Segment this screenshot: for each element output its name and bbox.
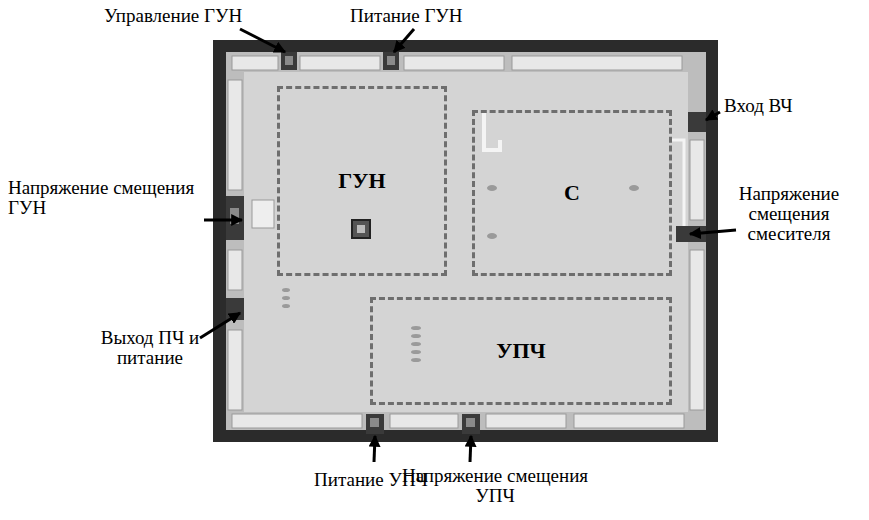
chip-region: С xyxy=(472,110,672,276)
chip-region: ГУН xyxy=(277,86,447,276)
leader-arrows xyxy=(200,29,736,462)
region-label: С xyxy=(561,180,583,206)
pad-centers xyxy=(230,56,475,427)
chip-frame xyxy=(213,40,718,442)
bond-pads xyxy=(226,52,706,434)
inductor-symbol xyxy=(352,220,370,238)
pin-label: Вход ВЧ xyxy=(724,96,834,116)
pin-label: Напряжение смещения смесителя xyxy=(714,184,864,244)
chip-region: УПЧ xyxy=(370,297,672,405)
pin-label: Питание ГУН xyxy=(350,6,490,26)
pin-label: Выход ПЧ и питание xyxy=(100,328,200,368)
region-label: УПЧ xyxy=(493,338,548,364)
capacitor-plate xyxy=(252,200,274,228)
chip-core xyxy=(244,72,688,412)
pin-label: Напряжение смещения УПЧ xyxy=(400,466,590,506)
transmission-line xyxy=(672,140,684,226)
pin-label: Управление ГУН xyxy=(104,6,274,26)
inductor-core xyxy=(357,225,365,233)
pin-label: Напряжение смещения ГУН xyxy=(8,178,208,218)
region-label: ГУН xyxy=(335,168,388,194)
pad-ring xyxy=(226,52,706,430)
transmission-line xyxy=(484,112,500,150)
pad-strips xyxy=(228,56,704,428)
